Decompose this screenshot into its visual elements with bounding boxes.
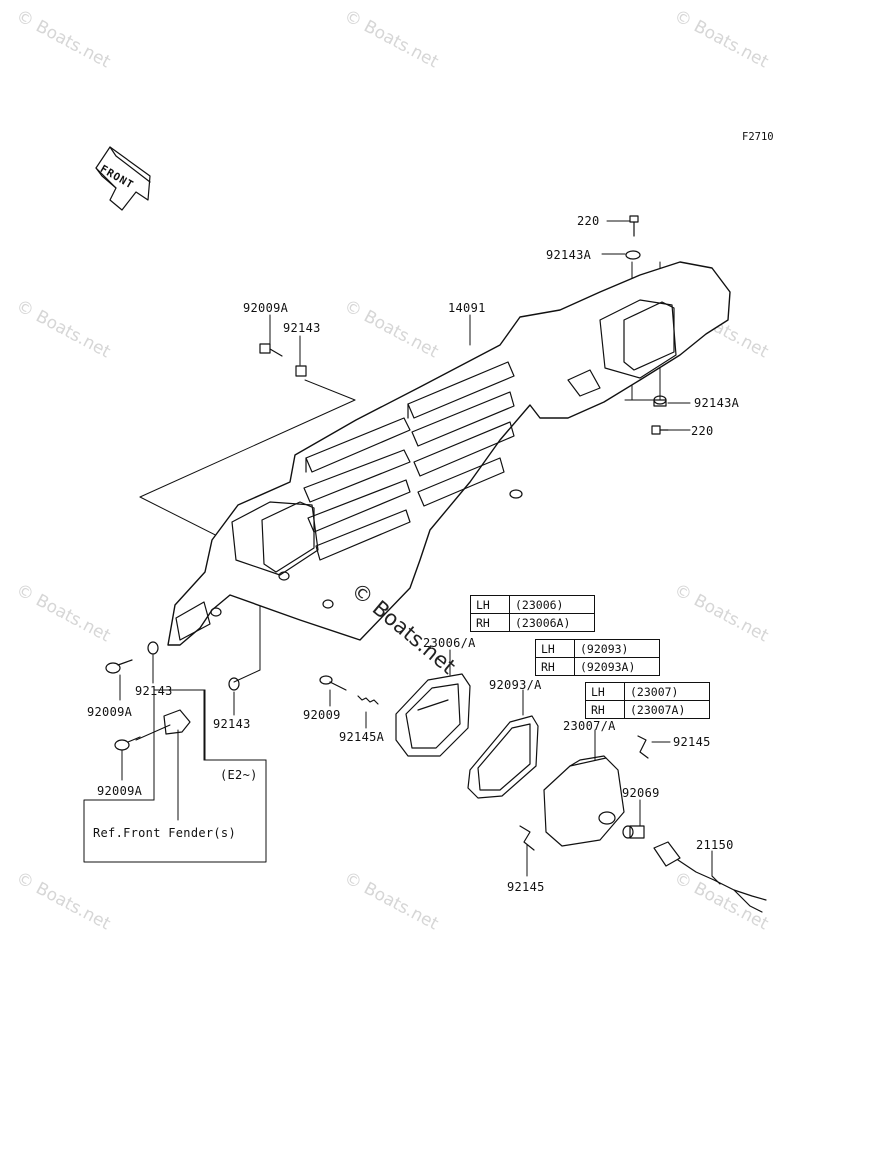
part-label: 92009 xyxy=(303,708,341,722)
side-cell: RH xyxy=(470,613,510,632)
side-cell: RH xyxy=(585,700,625,719)
table-row: LH (92093) xyxy=(535,639,660,658)
ref-front-fender-label: Ref.Front Fender(s) xyxy=(93,826,236,840)
part-cell: (92093A) xyxy=(574,657,660,676)
part-label: 21150 xyxy=(696,838,734,852)
variant-table-23006: LH (23006) RH (23006A) xyxy=(470,595,595,632)
side-cell: LH xyxy=(535,639,575,658)
side-cell: LH xyxy=(585,682,625,701)
bolt-92009 xyxy=(319,675,347,691)
front-arrow-icon xyxy=(95,146,151,211)
gasket-92093 xyxy=(467,715,539,799)
part-label: 92093/A xyxy=(489,678,542,692)
part-label: 92143 xyxy=(213,717,251,731)
part-label: 92069 xyxy=(622,786,660,800)
headlight-23007 xyxy=(543,755,625,847)
part-label: 92143 xyxy=(283,321,321,335)
part-label: 92145 xyxy=(673,735,711,749)
part-label: 23007/A xyxy=(563,719,616,733)
part-label: 92145 xyxy=(507,880,545,894)
part-label: 92009A xyxy=(243,301,289,315)
part-label: 92009A xyxy=(97,784,143,798)
part-label: 92143A xyxy=(694,396,740,410)
collar-92143-top xyxy=(295,365,307,377)
part-label: 220 xyxy=(691,424,714,438)
socket-harness-21150 xyxy=(653,841,767,913)
variant-note: (E2~) xyxy=(220,768,258,782)
figure-code: F2710 xyxy=(742,131,774,143)
bulb-92069 xyxy=(622,825,645,839)
side-cell: LH xyxy=(470,595,510,614)
clip-92145-right xyxy=(637,735,649,759)
bolt-220-right xyxy=(651,425,669,435)
table-row: LH (23006) xyxy=(470,595,595,614)
headlight-cover-14091 xyxy=(167,261,731,646)
table-row: LH (23007) xyxy=(585,682,710,701)
part-label: 220 xyxy=(577,214,600,228)
part-cell: (23007A) xyxy=(624,700,710,719)
side-cell: RH xyxy=(535,657,575,676)
part-label: 23006/A xyxy=(423,636,476,650)
part-label: 92009A xyxy=(87,705,133,719)
variant-table-92093: LH (92093) RH (92093A) xyxy=(535,639,660,676)
spring-92145A xyxy=(357,695,379,705)
table-row: RH (92093A) xyxy=(535,657,660,676)
bolt-92009A-low xyxy=(114,736,141,751)
clip-92145-bottom xyxy=(519,825,535,851)
part-cell: (23007) xyxy=(624,682,710,701)
bolt-92009A-left xyxy=(105,659,133,674)
fender-bracket xyxy=(163,709,191,735)
washer-92143-left xyxy=(147,641,159,655)
cover-vents xyxy=(303,361,515,561)
table-row: RH (23007A) xyxy=(585,700,710,719)
part-label: 92143 xyxy=(135,684,173,698)
washer-92143A-top xyxy=(625,250,641,260)
part-label: 92145A xyxy=(339,730,385,744)
washer-92143-mid xyxy=(228,677,240,691)
leader-lines xyxy=(119,220,713,877)
grommet-92143A-right xyxy=(653,395,667,407)
ref-front-fender-box xyxy=(83,689,267,863)
part-cell: (23006) xyxy=(509,595,595,614)
part-label: 14091 xyxy=(448,301,486,315)
headlight-frame-23006 xyxy=(395,673,471,757)
bolt-220-top xyxy=(629,215,639,237)
part-cell: (23006A) xyxy=(509,613,595,632)
part-cell: (92093) xyxy=(574,639,660,658)
table-row: RH (23006A) xyxy=(470,613,595,632)
part-label: 92143A xyxy=(546,248,592,262)
variant-table-23007: LH (23007) RH (23007A) xyxy=(585,682,710,719)
bolt-92009A-top xyxy=(259,343,283,357)
